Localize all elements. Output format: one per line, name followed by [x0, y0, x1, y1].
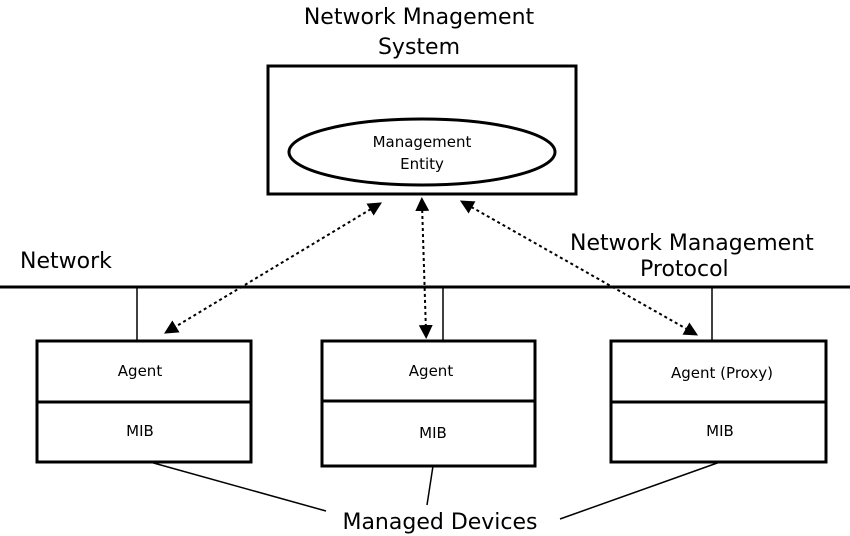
managed-pointer-center	[426, 465, 434, 506]
device3-mib-label: MIB	[706, 422, 734, 440]
managed-devices-label: Managed Devices	[342, 510, 537, 535]
device3-agent-label: Agent (Proxy)	[671, 364, 773, 382]
device2-mib-label: MIB	[419, 424, 447, 442]
protocol-arrow-center	[415, 197, 433, 339]
managed-pointer-right	[559, 461, 721, 520]
managed-pointer-left	[149, 461, 327, 512]
nms-title-line1: Network Mnagement	[304, 5, 535, 30]
entity-label-line1: Management	[373, 133, 472, 151]
managed-device-3: Agent (Proxy) MIB	[609, 339, 828, 464]
managed-device-1: Agent MIB	[35, 339, 253, 464]
protocol-label-line2: Protocol	[640, 257, 729, 282]
managed-device-2: Agent MIB	[320, 339, 537, 468]
device2-agent-label: Agent	[409, 362, 454, 380]
protocol-arrow-left	[164, 202, 382, 334]
protocol-label-line1: Network Management	[570, 231, 814, 256]
network-label: Network	[20, 249, 112, 274]
entity-label-line2: Entity	[400, 155, 444, 173]
device1-mib-label: MIB	[126, 422, 154, 440]
device1-agent-label: Agent	[118, 362, 163, 380]
protocol-arrow-right	[459, 200, 699, 336]
nms-title-line2: System	[378, 35, 460, 60]
management-entity-ellipse	[287, 117, 557, 187]
